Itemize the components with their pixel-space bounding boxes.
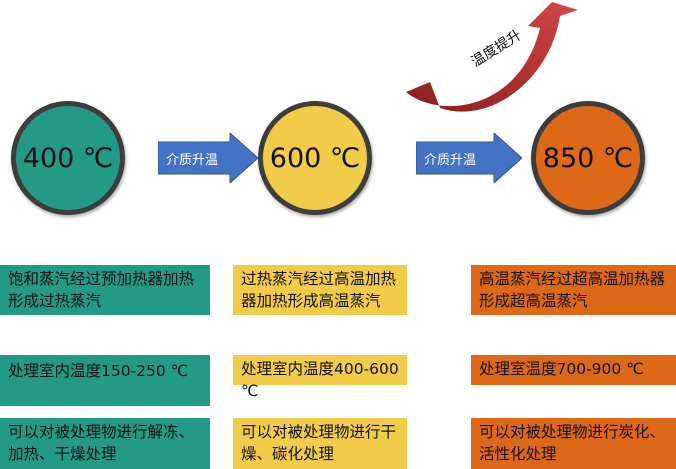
right-arrow-icon (416, 133, 522, 183)
stage-1-description: 饱和蒸汽经过预加热器加热形成过热蒸汽 (0, 265, 210, 315)
heating-arrow-2: 介质升温 (416, 133, 522, 183)
stage-2-usage: 可以对被处理物进行干燥、碳化处理 (233, 418, 407, 469)
stage-2-range: 处理室内温度400-600 ℃ (233, 355, 407, 400)
stage-3-usage: 可以对被处理物进行炭化、活性化处理 (471, 418, 676, 469)
right-arrow-icon (158, 133, 258, 183)
stage-3-description: 高温蒸汽经过超高温加热器形成超高温蒸汽 (471, 265, 676, 315)
stage-2-temp: 600 ℃ (269, 142, 361, 174)
stage-2-description: 过热蒸汽经过高温加热器加热形成高温蒸汽 (233, 265, 407, 315)
arrow-label-1: 介质升温 (166, 153, 219, 168)
stage-1-circle: 400 ℃ (11, 101, 125, 215)
stage-3-circle: 850 ℃ (531, 101, 645, 215)
stage-1-range: 处理室内温度150-250 ℃ (0, 355, 210, 406)
heating-arrow-1: 介质升温 (158, 133, 258, 183)
temperature-rise-arrow: 温度提升 (400, 0, 600, 120)
curved-arrow-icon (406, 2, 578, 112)
stage-1-temp: 400 ℃ (22, 142, 114, 174)
stage-1-usage: 可以对被处理物进行解冻、加热、干燥处理 (0, 418, 210, 469)
stage-3-range: 处理室温度700-900 ℃ (471, 355, 676, 385)
stage-3-temp: 850 ℃ (542, 142, 634, 174)
arrow-label-2: 介质升温 (424, 153, 477, 168)
stage-2-circle: 600 ℃ (258, 101, 372, 215)
